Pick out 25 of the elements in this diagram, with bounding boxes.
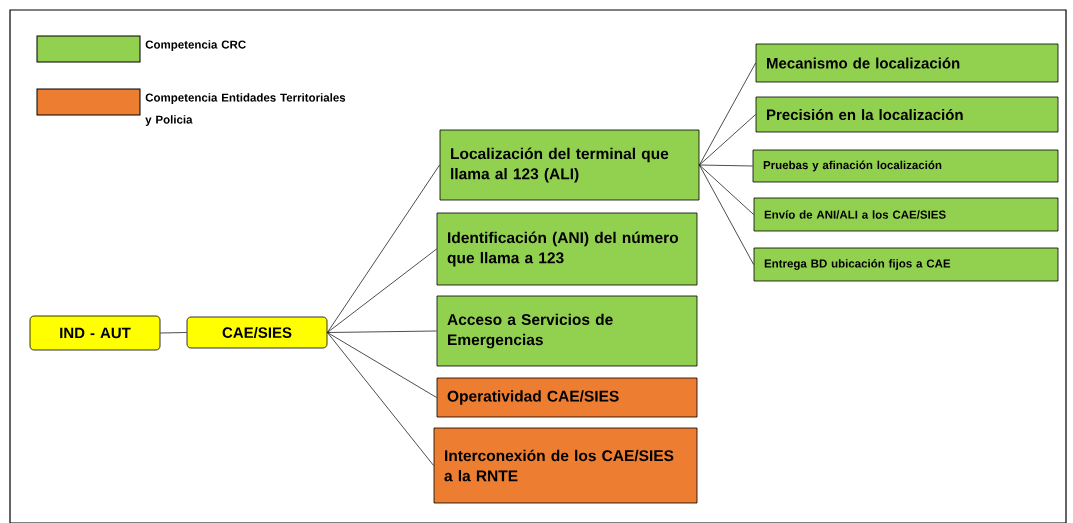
subtopic-box: Precisión en la localización [755, 96, 1059, 133]
connector-line [160, 332, 187, 334]
connector-line [699, 164, 753, 167]
start-box: IND - AUT [29, 315, 161, 351]
connector-line [327, 332, 434, 466]
connector-line [327, 330, 437, 333]
connector-line [699, 114, 756, 166]
topic-box: Operatividad CAE/SIES [436, 377, 698, 418]
legend-label: Competencia Entidades Territoriales y Policia [145, 93, 346, 126]
connector-line [327, 248, 437, 333]
topic-box: Interconexión de los CAE/SIES a la RNTE [433, 427, 698, 504]
topic-box: Localización del terminal que llama al 123 (ALI) [439, 129, 700, 201]
connector-line [327, 164, 440, 333]
subtopic-box: Entrega BD ubicación fijos a CAE [753, 247, 1059, 282]
topic-box: Acceso a Servicios de Emergencias [436, 295, 698, 367]
topic-box: Identificación (ANI) del número que llama a 123 [436, 212, 698, 286]
connector-line [699, 164, 754, 215]
legend-label: Competencia CRC [145, 40, 246, 51]
subtopic-box: Envío de ANI/ALI a los CAE/SIES [753, 197, 1059, 232]
subtopic-box: Pruebas y afinación localización [752, 149, 1059, 183]
connector-line [327, 332, 437, 398]
connector-line [699, 164, 754, 265]
connector-line [699, 62, 756, 166]
subtopic-box: Mecanismo de localización [755, 43, 1059, 83]
center-box: CAE/SIES [186, 316, 328, 349]
